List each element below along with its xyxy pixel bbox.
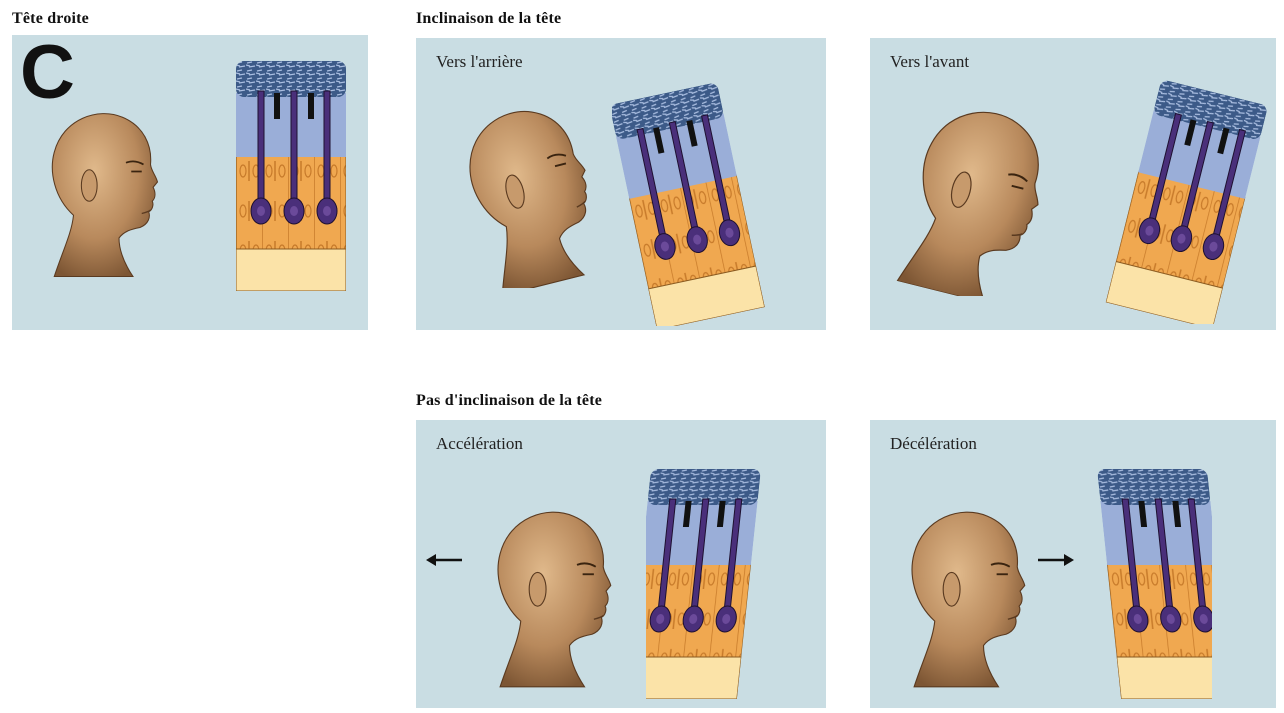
heading-upright: Tête droite <box>12 10 89 28</box>
head-profile-icon <box>890 96 1050 296</box>
macula-section-icon <box>1092 466 1212 702</box>
arrow-left-icon <box>424 552 464 568</box>
head-profile-icon <box>28 73 168 305</box>
panel-backward: Vers l'arrière <box>416 38 826 330</box>
arrow-right-icon <box>1036 552 1076 568</box>
heading-no-tilt: Pas d'inclinaison de la tête <box>416 392 602 410</box>
panel-label-backward: Vers l'arrière <box>436 52 523 72</box>
macula-section-icon <box>646 466 766 702</box>
macula-section-icon <box>1092 74 1276 324</box>
head-profile-icon <box>472 482 622 704</box>
panel-forward: Vers l'avant <box>870 38 1276 330</box>
panel-upright: C <box>12 35 368 330</box>
panel-label-deceleration: Décélération <box>890 434 977 454</box>
panel-acceleration: Accélération <box>416 420 826 708</box>
head-profile-icon <box>450 98 600 288</box>
head-profile-icon <box>886 482 1036 704</box>
macula-section-icon <box>236 61 346 291</box>
panel-label-acceleration: Accélération <box>436 434 523 454</box>
heading-tilt: Inclinaison de la tête <box>416 10 561 28</box>
panel-label-forward: Vers l'avant <box>890 52 969 72</box>
panel-deceleration: Décélération <box>870 420 1276 708</box>
macula-section-icon <box>612 76 802 326</box>
